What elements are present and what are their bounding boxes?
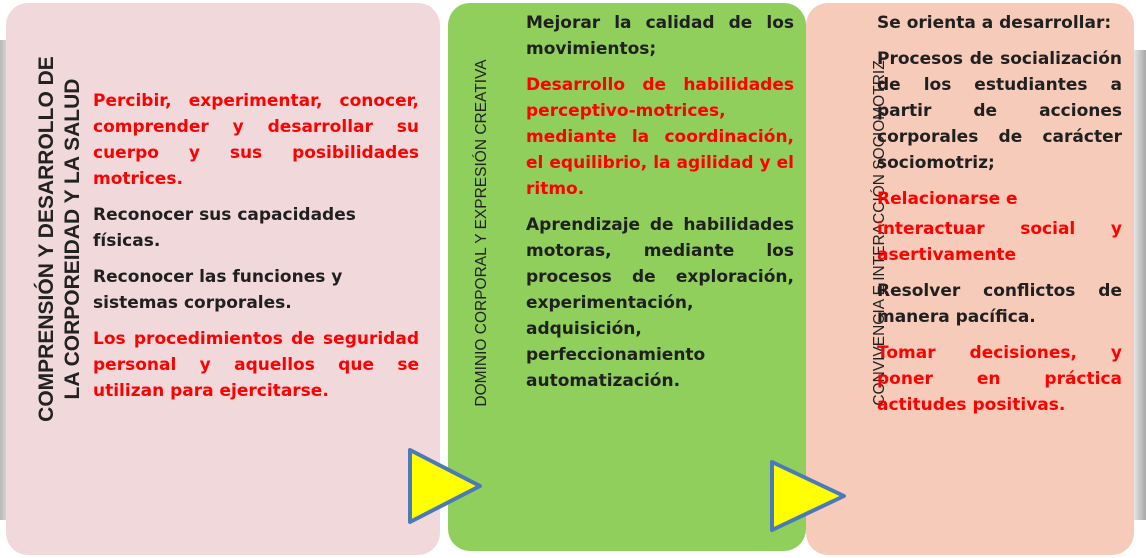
convivencia-item-6: Tomar decisiones, y poner en práctica ac… [877, 343, 1122, 415]
corporeidad-item-4: Los procedimientos de seguridad personal… [93, 329, 419, 401]
panel-convivencia [806, 3, 1134, 555]
right-triangle-icon [408, 448, 482, 524]
corporeidad-item-2: Reconocer sus capacidades físicas. [93, 205, 356, 251]
panel-corporeidad [6, 3, 440, 555]
right-triangle-icon [770, 460, 846, 532]
corporeidad-item-3: Reconocer las funciones y sistemas corpo… [93, 267, 343, 313]
convivencia-item-2: Procesos de socialización de los estudia… [877, 49, 1122, 173]
background-photo-edge-right [1134, 50, 1146, 520]
convivencia-item-1: Se orienta a desarrollar: [877, 13, 1112, 33]
panel-dominio-corporal-title: DOMINIO CORPORAL Y EXPRESIÓN CREATIVA [473, 59, 490, 407]
panel-dominio-corporal [448, 3, 806, 551]
dominio-item-2: Desarrollo de habilidades perceptivo-mot… [526, 75, 794, 199]
convivencia-item-4: interactuar social y asertivamente [877, 219, 1122, 265]
panel-corporeidad-title: COMPRENSIÓN Y DESARROLLO DE LA CORPOREID… [34, 9, 88, 469]
corporeidad-item-1: Percibir, experimentar, conocer, compren… [93, 91, 419, 189]
panel-convivencia-content: Se orienta a desarrollar: Procesos de so… [877, 10, 1122, 428]
panel-dominio-corporal-content: Mejorar la calidad de los movimientos; D… [526, 10, 794, 404]
dominio-item-1: Mejorar la calidad de los movimientos; [526, 13, 794, 59]
convivencia-item-3: Relacionarse e [877, 189, 1018, 209]
background-photo-edge-left [0, 40, 10, 520]
convivencia-item-5: Resolver conflictos de manera pacífica. [877, 281, 1122, 327]
dominio-item-3: Aprendizaje de habilidades motoras, medi… [526, 215, 794, 391]
panel-corporeidad-content: Percibir, experimentar, conocer, compren… [93, 88, 419, 414]
panel-corporeidad-title-line-2: LA CORPOREIDAD Y LA SALUD [61, 78, 84, 400]
panel-corporeidad-title-line-1: COMPRENSIÓN Y DESARROLLO DE [35, 56, 58, 422]
